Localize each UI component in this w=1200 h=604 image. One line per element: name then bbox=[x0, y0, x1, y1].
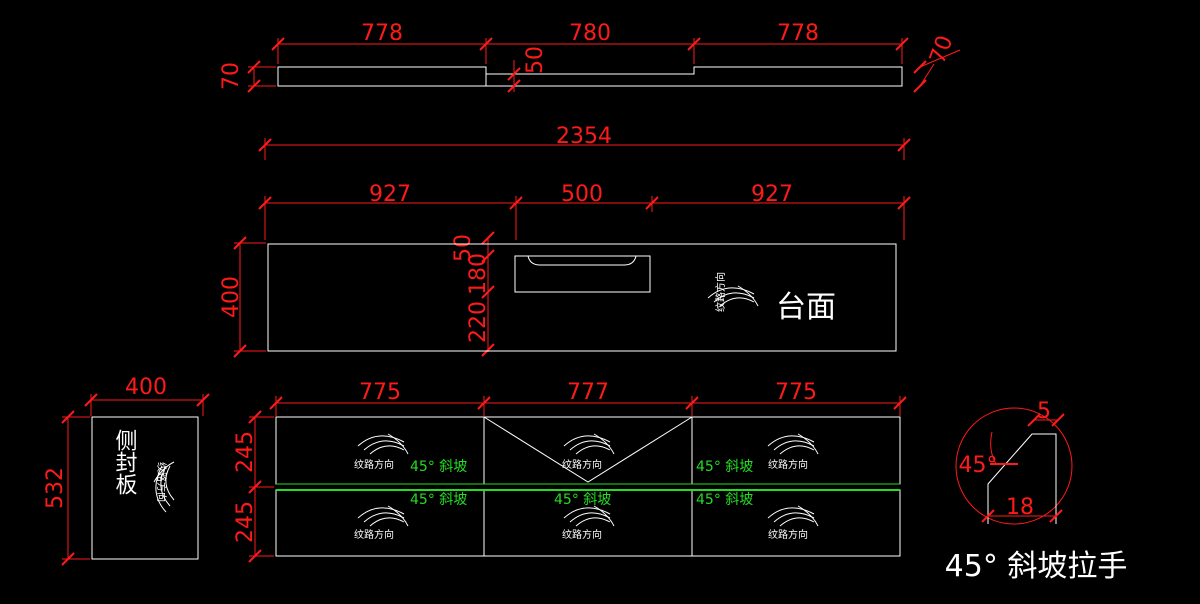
cabinet-dimension-lines bbox=[248, 396, 907, 563]
sink-dim-mid: 180 bbox=[466, 253, 491, 295]
grain-icon-3 bbox=[767, 433, 819, 455]
grain-icon-1 bbox=[357, 433, 409, 455]
handle-profile bbox=[987, 433, 1057, 524]
grain-text-6: 纹路方向 bbox=[768, 528, 808, 541]
grain-text-1: 纹路方向 bbox=[354, 458, 394, 471]
countertop-view: 2354 927 500 927 400 50 180 220 纹路方向 台面 bbox=[219, 124, 911, 358]
countertop-depth-dim: 400 bbox=[219, 276, 244, 318]
detail-angle-dim: 45° bbox=[959, 453, 998, 478]
side-panel-height-dim: 532 bbox=[43, 467, 68, 509]
side-panel-dimension-lines bbox=[61, 393, 210, 566]
grain-text-3: 纹路方向 bbox=[768, 458, 808, 471]
side-panel-width-dim: 400 bbox=[125, 375, 167, 400]
side-panel-title: 侧封板 bbox=[112, 429, 138, 495]
countertop-seg-2: 500 bbox=[561, 182, 603, 207]
detail-circle bbox=[955, 407, 1073, 525]
grain-text-5: 纹路方向 bbox=[562, 528, 602, 541]
grain-text-4: 纹路方向 bbox=[354, 528, 394, 541]
top-strip-thickness-left: 70 bbox=[219, 62, 244, 90]
top-strip-outline bbox=[277, 66, 903, 87]
top-strip-view: 778 780 778 70 50 70 bbox=[219, 21, 961, 93]
cabinet-front-view: 775 777 775 245 245 纹路方向 纹路方向 纹路方向 纹路方向 … bbox=[233, 380, 907, 563]
cabinet-width-3: 775 bbox=[775, 380, 817, 405]
countertop-grain-text: 纹路方向 bbox=[714, 272, 727, 312]
detail-dimension-lines bbox=[981, 413, 1065, 523]
cabinet-height-bottom: 245 bbox=[233, 501, 258, 543]
top-strip-dimension-lines bbox=[247, 37, 961, 93]
slope-label-1: 45° 斜坡 bbox=[410, 459, 467, 475]
grain-icon-5 bbox=[563, 505, 615, 527]
top-strip-dim-1: 778 bbox=[361, 21, 403, 46]
countertop-seg-3: 927 bbox=[751, 182, 793, 207]
slope-label-4: 45° 斜坡 bbox=[554, 492, 611, 508]
top-strip-thickness-right: 70 bbox=[925, 32, 958, 67]
grain-text-2: 纹路方向 bbox=[562, 458, 602, 471]
slope-label-2: 45° 斜坡 bbox=[696, 459, 753, 475]
countertop-outline bbox=[267, 243, 897, 352]
cabinet-panel-top-middle bbox=[483, 416, 693, 485]
cabinet-v-groove bbox=[483, 416, 693, 483]
grain-icon-6 bbox=[767, 505, 819, 527]
side-panel-outline bbox=[91, 416, 199, 560]
countertop-dimension-lines bbox=[233, 138, 911, 358]
slope-label-5: 45° 斜坡 bbox=[696, 492, 753, 508]
cabinet-height-top: 245 bbox=[233, 431, 258, 473]
grain-icon-4 bbox=[357, 505, 409, 527]
countertop-seg-1: 927 bbox=[369, 182, 411, 207]
sink-dim-top: 50 bbox=[451, 234, 476, 262]
top-strip-recess: 50 bbox=[523, 46, 548, 74]
top-strip-dim-3: 778 bbox=[777, 21, 819, 46]
countertop-overall-dim: 2354 bbox=[556, 124, 612, 149]
detail-top-width-dim: 5 bbox=[1037, 399, 1051, 424]
sink-cutout bbox=[514, 255, 651, 293]
detail-bottom-width-dim: 18 bbox=[1006, 495, 1034, 520]
slope-label-3: 45° 斜坡 bbox=[410, 492, 467, 508]
countertop-title: 台面 bbox=[776, 290, 836, 325]
side-panel-view: 400 532 侧封板 纹路方向 bbox=[43, 375, 210, 566]
sink-rim bbox=[527, 255, 637, 266]
grain-icon-2 bbox=[563, 433, 615, 455]
detail-caption: 45° 斜坡拉手 bbox=[945, 549, 1128, 584]
cabinet-width-2: 777 bbox=[567, 380, 609, 405]
sink-dim-bottom: 220 bbox=[466, 301, 491, 343]
side-panel-grain-text: 纹路方向 bbox=[155, 462, 168, 502]
top-strip-dim-2: 780 bbox=[569, 21, 611, 46]
handle-detail-view: 45° 5 18 45° 斜坡拉手 bbox=[945, 399, 1128, 584]
cabinet-width-1: 775 bbox=[359, 380, 401, 405]
